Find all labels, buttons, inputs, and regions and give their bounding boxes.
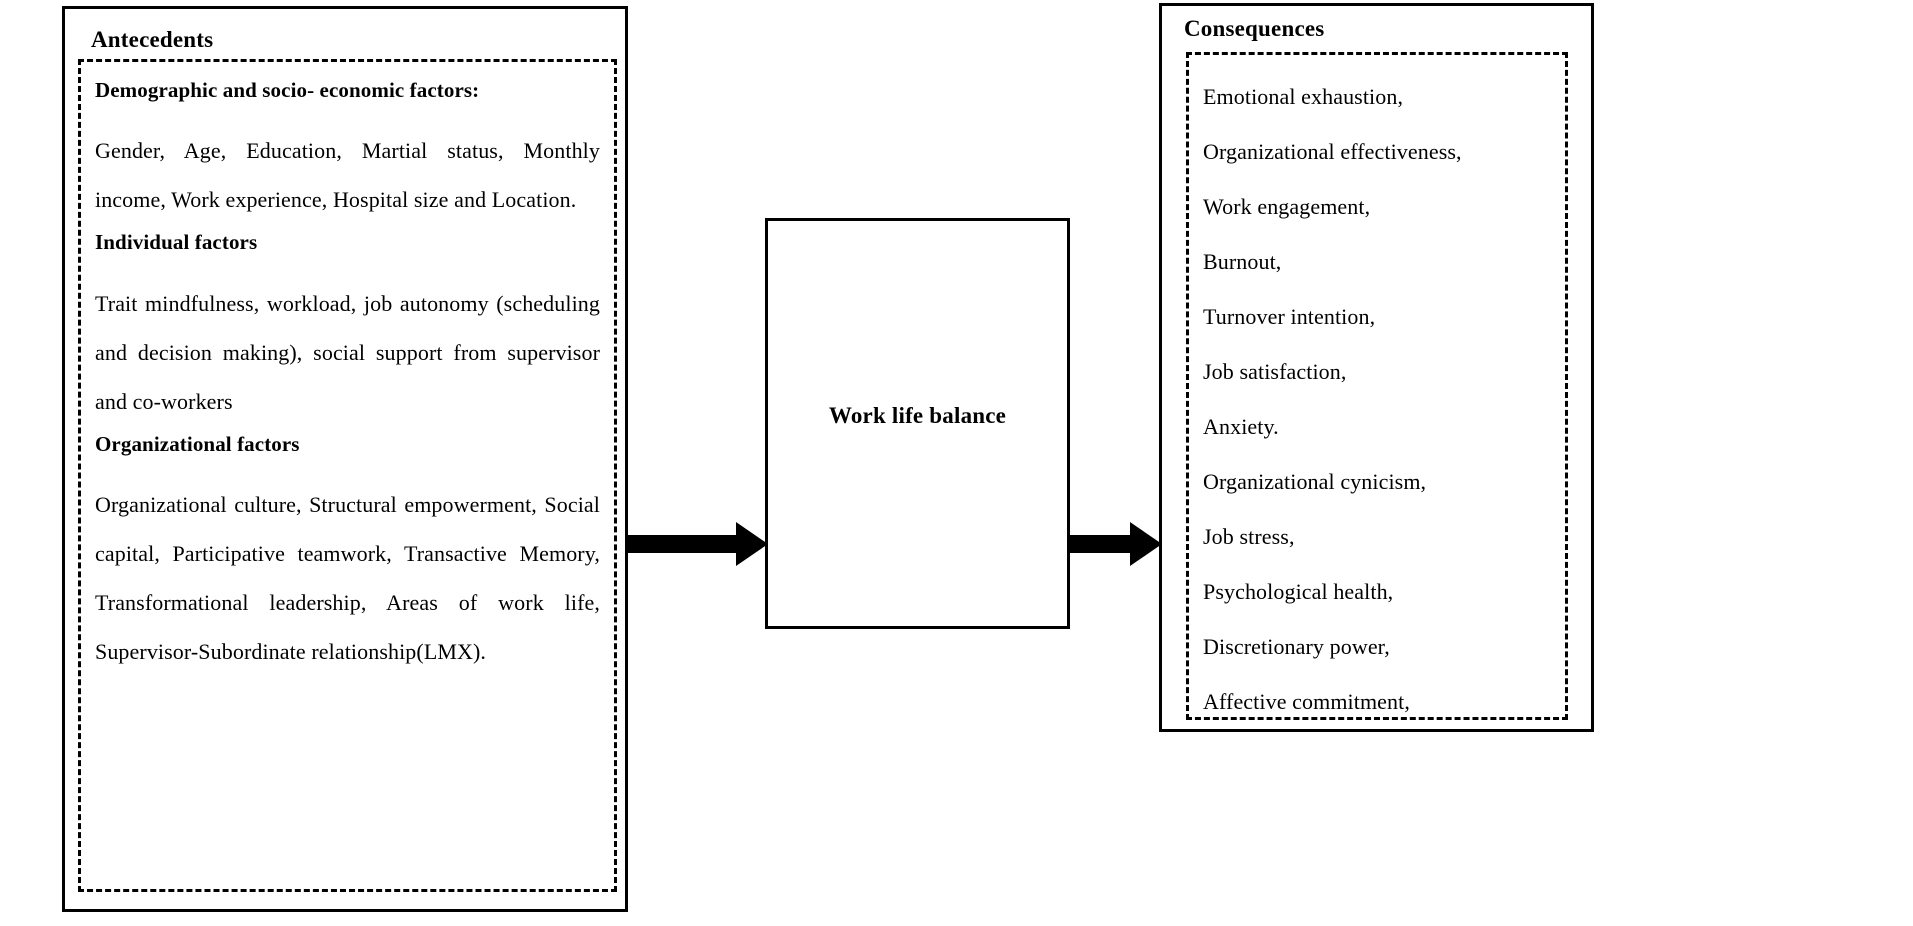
antecedents-inner-dashed-box: Demographic and socio- economic factors:…	[78, 59, 617, 892]
list-item: Psychological health,	[1203, 579, 1394, 604]
antecedents-to-work-life-balance-arrow	[628, 522, 768, 566]
list-item: Emotional exhaustion,	[1203, 84, 1404, 109]
work-life-balance-to-consequences-arrow	[1070, 522, 1162, 566]
work-life-balance-box: Work life balance	[765, 218, 1070, 629]
list-item: Anxiety.	[1203, 414, 1279, 439]
antecedents-box: Antecedents Demographic and socio- econo…	[62, 6, 628, 912]
list-item: Organizational effectiveness,	[1203, 139, 1462, 164]
list-item: Work engagement,	[1203, 194, 1371, 219]
list-item: Burnout,	[1203, 249, 1282, 274]
antecedents-group-heading: Demographic and socio- economic factors:	[95, 78, 480, 102]
consequences-box: Consequences Emotional exhaustion, Organ…	[1159, 3, 1594, 732]
consequences-list: Emotional exhaustion, Organizational eff…	[1203, 69, 1555, 729]
consequences-title: Consequences	[1184, 16, 1325, 41]
antecedents-group-body: Gender, Age, Education, Martial status, …	[95, 138, 600, 213]
list-item: Organizational cynicism,	[1203, 469, 1427, 494]
antecedents-group-demographic: Demographic and socio- economic factors:…	[95, 76, 600, 224]
list-item: Job satisfaction,	[1203, 359, 1347, 384]
antecedents-title: Antecedents	[91, 27, 214, 52]
antecedents-group-body: Organizational culture, Structural empow…	[95, 492, 600, 665]
list-item: Job stress,	[1203, 524, 1295, 549]
antecedents-group-heading: Organizational factors	[95, 431, 300, 456]
antecedents-group-heading: Individual factors	[95, 230, 258, 255]
antecedents-group-individual: Individual factors Trait mindfulness, wo…	[95, 228, 600, 425]
consequences-inner-dashed-box: Emotional exhaustion, Organizational eff…	[1186, 52, 1568, 720]
work-life-balance-label: Work life balance	[828, 403, 1007, 428]
list-item: Affective commitment,	[1203, 689, 1410, 714]
antecedents-group-organizational: Organizational factors Organizational cu…	[95, 430, 600, 676]
list-item: Discretionary power,	[1203, 634, 1390, 659]
list-item: Turnover intention,	[1203, 304, 1376, 329]
antecedents-group-body: Trait mindfulness, workload, job autonom…	[95, 290, 600, 414]
